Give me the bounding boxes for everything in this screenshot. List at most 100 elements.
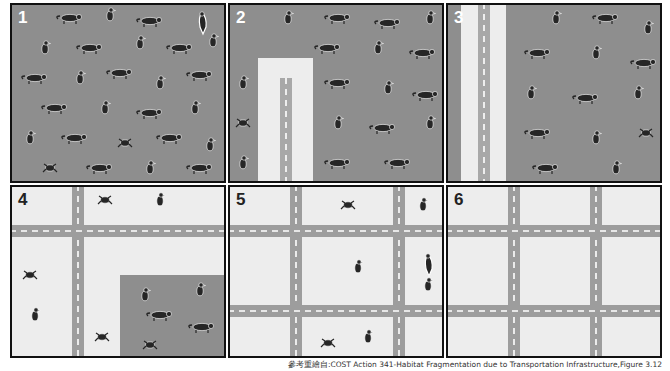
road <box>446 305 662 317</box>
road <box>590 185 602 358</box>
animal-icon <box>210 34 219 47</box>
panel-scene <box>228 3 444 183</box>
animal-icon <box>199 12 206 34</box>
animal-icon <box>413 91 438 101</box>
animal-icon <box>207 138 216 151</box>
animal-icon <box>236 119 250 127</box>
road <box>228 305 444 317</box>
animal-icon <box>27 131 36 144</box>
animal-icon <box>137 17 162 27</box>
panel-scene <box>446 185 662 358</box>
panel-number: 5 <box>236 191 245 208</box>
panel-scene <box>10 3 226 183</box>
road-marking <box>228 310 444 312</box>
road <box>10 225 226 237</box>
road-marking <box>285 78 287 183</box>
animal-icon <box>385 81 394 94</box>
panel-number: 6 <box>454 191 463 208</box>
animal-icon <box>240 156 249 169</box>
animal-icon <box>187 164 212 174</box>
animal-icon <box>77 44 102 54</box>
animal-icon <box>370 124 395 134</box>
animal-icon <box>118 139 132 147</box>
animal-icon <box>593 46 602 59</box>
road-marking <box>228 230 444 232</box>
animal-icon <box>240 76 249 89</box>
animal-icon <box>147 311 172 321</box>
animal-icon <box>167 44 192 54</box>
animal-icon <box>425 278 434 291</box>
animal-icon <box>157 134 182 144</box>
animal-icon <box>42 41 51 54</box>
cleared-land <box>461 3 506 183</box>
habitat <box>120 275 226 358</box>
animal-icon <box>189 323 214 333</box>
habitat <box>10 3 226 183</box>
road-marking <box>513 185 515 358</box>
panel-number: 3 <box>454 9 463 26</box>
animal-icon <box>95 333 109 341</box>
road-marking <box>446 310 662 312</box>
animal-icon <box>57 14 82 24</box>
animal-icon <box>315 44 340 54</box>
animal-icon <box>410 49 435 59</box>
animal-icon <box>533 164 558 174</box>
cleared-land <box>446 185 662 358</box>
road <box>290 185 302 358</box>
animal-icon <box>197 283 206 296</box>
animal-icon <box>107 8 116 21</box>
stage-panel: 2 <box>228 3 444 183</box>
cleared-land <box>258 58 313 183</box>
cleared-land <box>10 185 226 358</box>
animal-icon <box>43 164 57 172</box>
road <box>72 185 84 358</box>
animal-icon <box>573 94 598 104</box>
animal-icon <box>42 104 67 114</box>
animal-icon <box>137 109 162 119</box>
animal-icon <box>528 86 537 99</box>
animal-icon <box>425 254 432 276</box>
road <box>446 225 662 237</box>
animal-icon <box>321 339 335 347</box>
animal-icon <box>420 198 429 211</box>
road-marking <box>295 185 297 358</box>
animal-icon <box>593 131 602 144</box>
panel-scene <box>10 185 226 358</box>
stage-panel: 6 <box>446 185 662 358</box>
animal-icon <box>147 161 156 174</box>
animal-icon <box>102 101 111 114</box>
animal-icon <box>192 101 201 114</box>
animal-icon <box>23 271 37 279</box>
road-marking <box>77 185 79 358</box>
road <box>228 225 444 237</box>
animal-icon <box>385 159 410 169</box>
animal-icon <box>32 308 41 321</box>
animal-icon <box>77 71 86 84</box>
road-marking <box>10 230 226 232</box>
panel-number: 2 <box>236 9 245 26</box>
animal-icon <box>157 76 166 89</box>
cleared-land <box>228 185 444 358</box>
road <box>280 78 292 183</box>
road <box>508 185 520 358</box>
animal-icon <box>62 134 87 144</box>
animal-icon <box>107 69 132 79</box>
animal-icon <box>143 341 157 349</box>
panel-number: 1 <box>18 9 27 26</box>
habitat <box>228 3 444 183</box>
animal-icon <box>593 14 618 24</box>
animal-icon <box>325 14 350 24</box>
animal-icon <box>285 11 294 24</box>
animal-icon <box>87 164 112 174</box>
animal-icon <box>645 21 654 34</box>
animal-icon <box>22 74 47 84</box>
animal-icon <box>137 36 146 49</box>
animal-icon <box>341 201 355 209</box>
animal-icon <box>525 49 550 59</box>
road-marking <box>446 230 662 232</box>
stage-panel: 1 <box>10 3 226 183</box>
stage-panel: 3 <box>446 3 662 183</box>
habitat <box>446 3 662 183</box>
animal-icon <box>335 116 344 129</box>
